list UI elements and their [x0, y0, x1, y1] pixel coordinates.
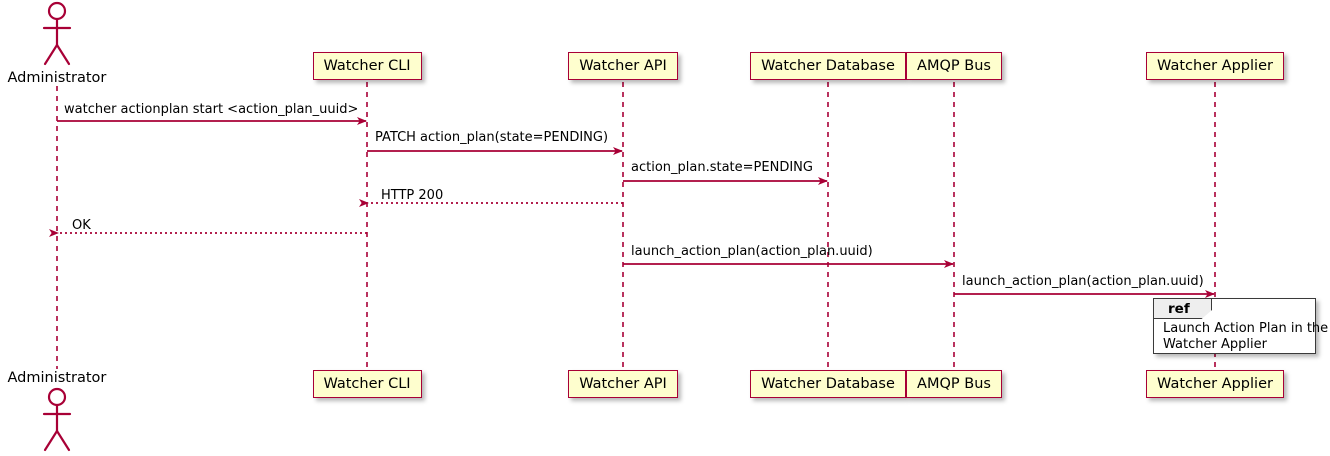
ref-fragment: ref Launch Action Plan in the Watcher Ap…	[1153, 298, 1328, 354]
participant-watcher-api-bottom[interactable]: Watcher API	[568, 370, 678, 398]
participant-watcher-cli-bottom[interactable]: Watcher CLI	[312, 370, 422, 398]
participant-watcher-applier-top[interactable]: Watcher Applier	[1146, 52, 1284, 80]
participant-watcher-applier-bottom[interactable]: Watcher Applier	[1146, 370, 1284, 398]
participant-watcher-database-bottom[interactable]: Watcher Database	[750, 370, 906, 398]
lifelines-group	[56, 82, 1216, 369]
actor-figure	[42, 1, 72, 66]
message-label-msg-state-pending: action_plan.state=PENDING	[631, 160, 813, 175]
participant-watcher-database-top[interactable]: Watcher Database	[750, 52, 906, 80]
actor-label-administrator-bottom: Administrator	[7, 370, 107, 386]
arrows-group	[49, 117, 1215, 298]
participant-amqp-bus-top[interactable]: AMQP Bus	[906, 52, 1002, 80]
ref-fragment-keyword: ref	[1154, 299, 1212, 319]
message-label-msg-http-200: HTTP 200	[381, 188, 444, 203]
message-label-msg-launch-api-to-bus: launch_action_plan(action_plan.uuid)	[631, 244, 873, 259]
actor-figures-group	[42, 1, 72, 452]
message-label-msg-patch-action-plan: PATCH action_plan(state=PENDING)	[375, 130, 609, 145]
ref-fragment-text: Launch Action Plan in the Watcher Applie…	[1163, 321, 1329, 352]
message-label-msg-ok: OK	[72, 218, 91, 233]
participant-amqp-bus-bottom[interactable]: AMQP Bus	[906, 370, 1002, 398]
participant-watcher-cli-top[interactable]: Watcher CLI	[312, 52, 422, 80]
actor-label-administrator-top: Administrator	[7, 70, 107, 86]
message-label-msg-launch-bus-to-applier: launch_action_plan(action_plan.uuid)	[962, 274, 1204, 289]
actor-figure	[42, 387, 72, 452]
participant-watcher-api-top[interactable]: Watcher API	[568, 52, 678, 80]
message-label-msg-actionplan-start: watcher actionplan start <action_plan_uu…	[64, 102, 359, 117]
